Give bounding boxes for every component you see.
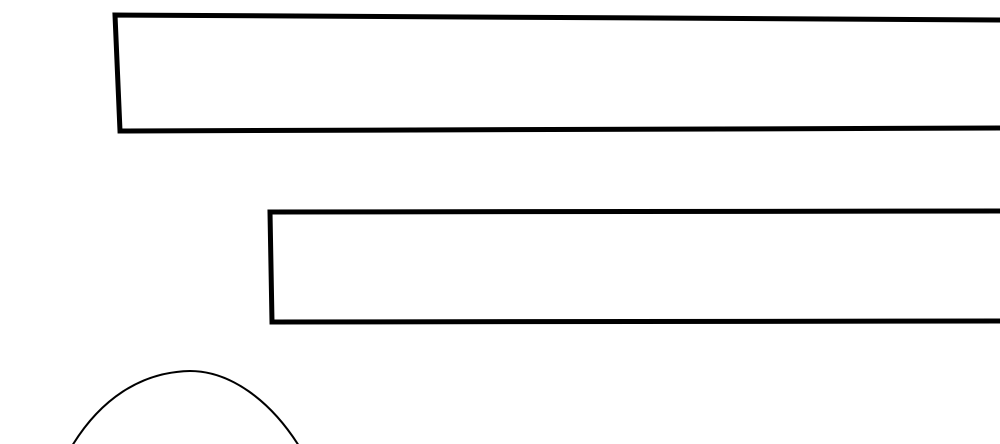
arc-shape [72,369,299,444]
middle-rectangle [267,208,1000,325]
top-rectangle [112,12,1000,134]
